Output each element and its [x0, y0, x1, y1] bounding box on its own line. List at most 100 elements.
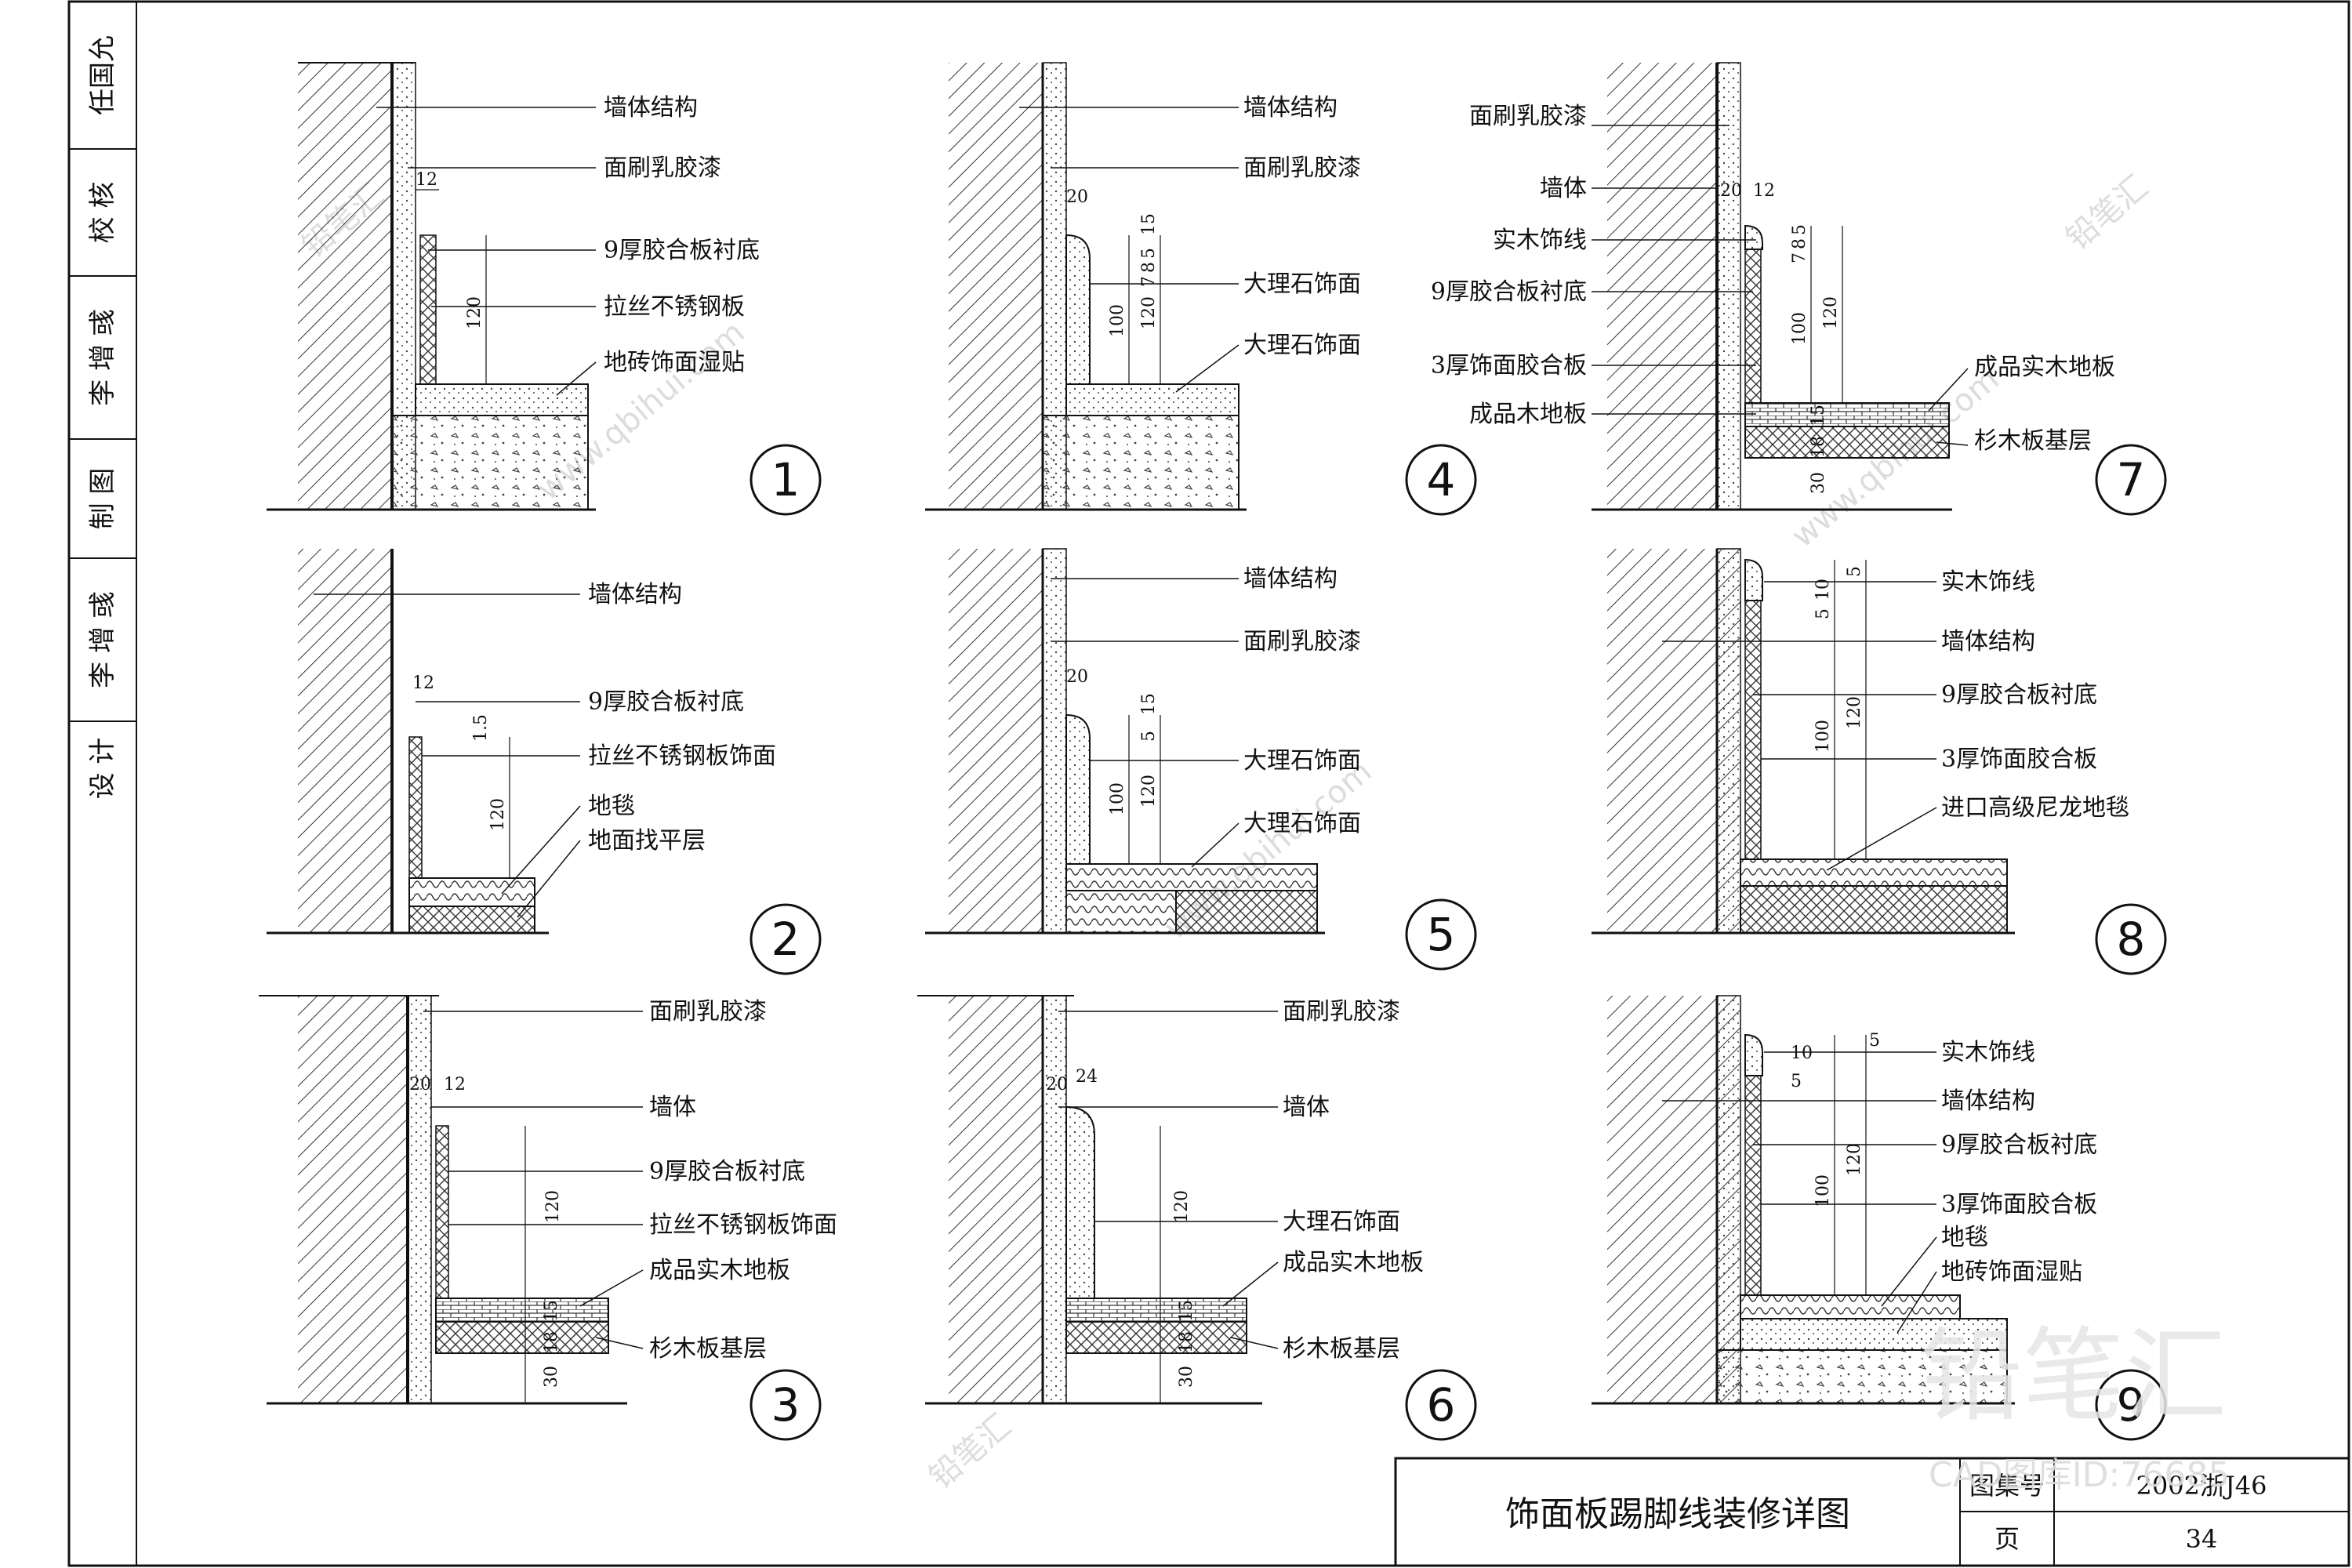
detail-8-dim-5a: 5 — [1845, 566, 1864, 577]
sidebar-row-2: 校 核 — [87, 182, 118, 244]
detail-5-label-2: 面刷乳胶漆 — [1243, 628, 1361, 655]
detail-7: 20 12 5 8 7 100 120 15 18 30 面刷乳胶漆 墙体 实木… — [1431, 62, 2167, 516]
detail-1-number: 1 — [771, 453, 800, 506]
detail-3-dim-18: 18 — [542, 1331, 561, 1353]
detail-9-number: 9 — [2117, 1378, 2146, 1432]
detail-8: 10 5 5 100 120 实木饰线 墙体结构 9厚胶合板衬底 3厚饰面胶合板… — [1592, 548, 2167, 975]
detail-8-dim-5b: 5 — [1813, 608, 1833, 619]
detail-2-label-4: 地毯 — [588, 793, 635, 820]
detail-9-dim-10: 10 — [1791, 1044, 1813, 1063]
detail-6-dim-30: 30 — [1177, 1366, 1196, 1388]
detail-9-dim-5b: 5 — [1791, 1072, 1802, 1091]
detail-3-label-5: 成品实木地板 — [649, 1257, 790, 1284]
detail-5-dim-5: 5 — [1139, 731, 1159, 742]
detail-4-dim-15: 15 — [1139, 213, 1159, 235]
detail-3-dim-30: 30 — [542, 1366, 561, 1388]
page-number: 34 — [2186, 1524, 2218, 1554]
detail-5-label-4: 大理石饰面 — [1243, 810, 1361, 837]
detail-9-label-2: 墙体结构 — [1941, 1087, 2035, 1115]
detail-1-label-3: 9厚胶合板衬底 — [604, 237, 760, 264]
detail-3-label-2: 墙体 — [649, 1094, 696, 1121]
detail-7-dim-30: 30 — [1809, 472, 1828, 494]
detail-7-label-7: 成品实木地板 — [1974, 354, 2115, 381]
detail-7-label-4: 9厚胶合板衬底 — [1431, 278, 1587, 306]
detail-3: 20 12 120 15 18 30 面刷乳胶漆 墙体 9厚胶合板衬底 拉丝不锈… — [259, 995, 837, 1441]
detail-6-dim-15: 15 — [1177, 1300, 1196, 1322]
detail-1-dim-120: 120 — [465, 296, 485, 329]
detail-4-label-1: 墙体结构 — [1243, 94, 1338, 122]
detail-2-dim-120: 120 — [488, 798, 508, 831]
detail-7-label-2: 墙体 — [1540, 175, 1587, 202]
detail-9-dim-100: 100 — [1813, 1174, 1833, 1207]
detail-4-label-3: 大理石饰面 — [1243, 270, 1361, 298]
detail-2-number: 2 — [771, 913, 800, 966]
detail-3-label-6: 杉木板基层 — [649, 1335, 767, 1363]
detail-9-dim-5a: 5 — [1869, 1031, 1880, 1051]
detail-7-label-1: 面刷乳胶漆 — [1469, 103, 1587, 130]
sidebar-row-4: 制 图 — [87, 468, 118, 530]
detail-6-label-3: 大理石饰面 — [1283, 1208, 1400, 1236]
atlas-number-label: 图集号 — [1969, 1471, 2045, 1501]
detail-3-label-1: 面刷乳胶漆 — [649, 998, 767, 1025]
detail-4-number: 4 — [1427, 453, 1456, 506]
detail-6-dim-24: 24 — [1076, 1067, 1098, 1087]
detail-1-dim-12: 12 — [416, 170, 437, 190]
detail-3-dim-15: 15 — [542, 1300, 561, 1322]
detail-9-label-1: 实木饰线 — [1941, 1039, 2035, 1066]
detail-7-dim-15: 15 — [1809, 405, 1828, 426]
brand-watermark: 铅笔汇 CAD图库ID:76685 — [1921, 1316, 2230, 1495]
detail-6-dim-18: 18 — [1177, 1331, 1196, 1353]
detail-2-dim-12: 12 — [412, 673, 434, 693]
detail-6-label-5: 杉木板基层 — [1283, 1335, 1400, 1363]
detail-4-dim-5: 5 — [1139, 248, 1159, 259]
brand-logo-text: 铅笔汇 — [1921, 1316, 2227, 1436]
detail-4-dim-7: 7 — [1139, 276, 1159, 287]
detail-9-label-4: 3厚饰面胶合板 — [1941, 1191, 2097, 1218]
title-block: 饰面板踢脚线装修详图 图集号 2002浙J46 页 34 — [1394, 1457, 2350, 1567]
detail-5-dim-120: 120 — [1139, 775, 1159, 808]
detail-2-label-5: 地面找平层 — [588, 827, 706, 855]
detail-8-dim-10: 10 — [1813, 579, 1833, 601]
watermark-brand-2: 铅笔汇 — [923, 1407, 1018, 1495]
detail-8-label-3: 9厚胶合板衬底 — [1941, 681, 2097, 709]
detail-9-label-3: 9厚胶合板衬底 — [1941, 1131, 2097, 1159]
detail-7-dim-20: 20 — [1720, 181, 1742, 201]
detail-2-label-1: 墙体结构 — [588, 581, 682, 608]
detail-6-label-1: 面刷乳胶漆 — [1283, 998, 1400, 1025]
detail-2: 12 1.5 120 墙体结构 9厚胶合板衬底 拉丝不锈钢板饰面 地毯 地面找平… — [267, 549, 822, 975]
detail-4-dim-100: 100 — [1108, 304, 1127, 337]
atlas-number-value: 2002浙J46 — [2136, 1471, 2267, 1501]
detail-5-dim-15: 15 — [1139, 693, 1159, 715]
detail-5-dim-20: 20 — [1066, 667, 1088, 687]
detail-4-dim-8: 8 — [1139, 262, 1159, 273]
page-label: 页 — [1994, 1524, 2020, 1554]
detail-8-label-5: 进口高级尼龙地毯 — [1941, 794, 2129, 822]
detail-7-label-3: 实木饰线 — [1493, 227, 1587, 254]
sidebar-row-1: 任国允 — [87, 35, 118, 115]
detail-6-label-2: 墙体 — [1283, 1094, 1330, 1121]
detail-4: 20 15 5 8 7 100 120 墙体结构 面刷乳胶漆 大理石饰面 大理石… — [925, 62, 1477, 516]
detail-8-label-1: 实木饰线 — [1941, 568, 2035, 596]
detail-7-dim-8: 8 — [1790, 238, 1809, 249]
detail-2-dim-1.5: 1.5 — [471, 714, 491, 742]
detail-3-dim-20: 20 — [409, 1075, 431, 1094]
drawing-title: 饰面板踢脚线装修详图 — [1505, 1494, 1850, 1534]
detail-3-dim-120: 120 — [543, 1190, 563, 1223]
detail-6: 20 24 120 15 18 30 面刷乳胶漆 墙体 大理石饰面 成品实木地板… — [917, 995, 1477, 1441]
detail-6-number: 6 — [1427, 1378, 1456, 1432]
detail-8-number: 8 — [2117, 913, 2146, 966]
detail-8-dim-100: 100 — [1813, 720, 1833, 753]
detail-9-dim-120: 120 — [1845, 1143, 1864, 1176]
detail-4-label-4: 大理石饰面 — [1243, 332, 1361, 359]
detail-5-label-1: 墙体结构 — [1243, 565, 1338, 593]
detail-8-dim-120: 120 — [1845, 696, 1864, 729]
detail-7-number: 7 — [2117, 453, 2146, 506]
detail-7-dim-120: 120 — [1821, 296, 1841, 329]
detail-7-label-8: 杉木板基层 — [1974, 427, 2092, 455]
detail-1-label-1: 墙体结构 — [604, 94, 698, 122]
detail-6-label-4: 成品实木地板 — [1283, 1249, 1424, 1276]
detail-6-dim-120: 120 — [1172, 1190, 1192, 1223]
detail-4-label-2: 面刷乳胶漆 — [1243, 154, 1361, 182]
detail-9-label-5: 地毯 — [1941, 1224, 1988, 1251]
